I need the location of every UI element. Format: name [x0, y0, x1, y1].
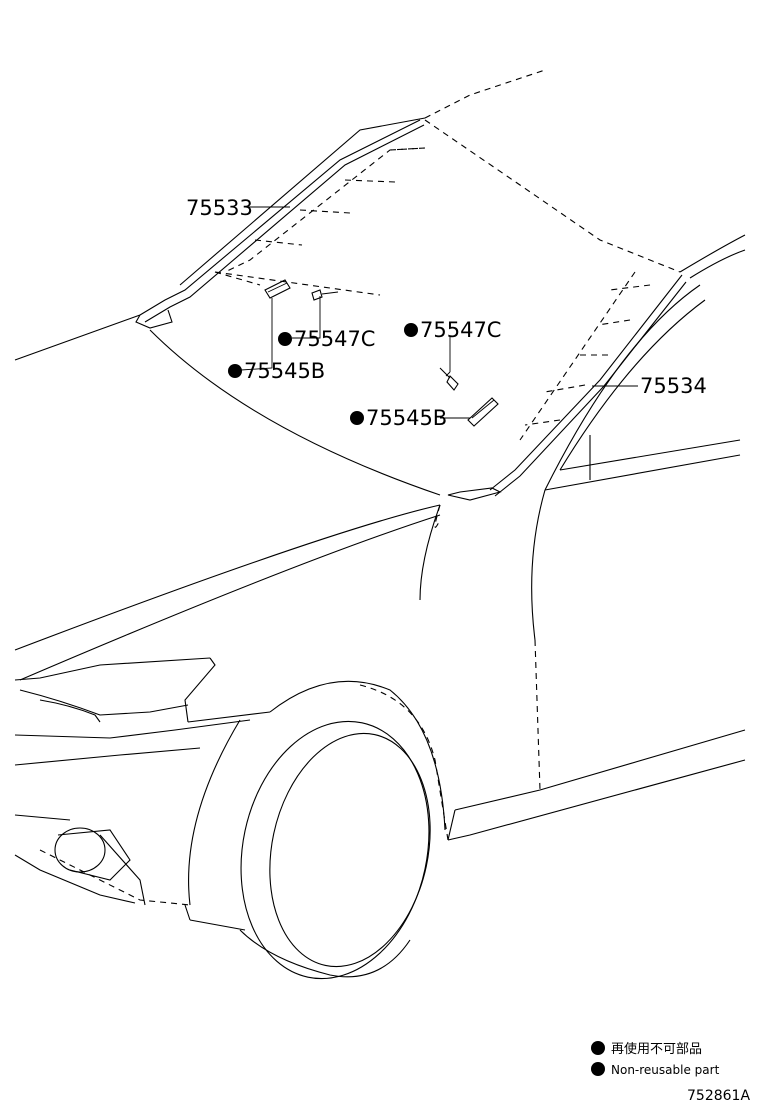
legend-marker-en: [591, 1062, 605, 1076]
label-75534[interactable]: 75534: [640, 374, 707, 398]
non-reusable-marker: [228, 364, 242, 378]
label-75547c-right[interactable]: 75547C: [420, 318, 501, 342]
leader-lines: [240, 206, 638, 419]
clip-75545b-right[interactable]: [467, 397, 499, 427]
hood-and-fender: [14, 504, 441, 906]
non-reusable-marker: [278, 332, 292, 346]
a-pillar-and-door: [447, 234, 746, 841]
label-75545b-left[interactable]: 75545B: [244, 359, 325, 383]
part-labels: 75533 75547C 75545B 75547C 75545B 75534: [186, 196, 707, 430]
front-wheel: [184, 680, 449, 980]
label-75547c-left[interactable]: 75547C: [294, 327, 375, 351]
windshield-outline: [149, 119, 681, 496]
legend-text-en: Non-reusable part: [611, 1063, 720, 1077]
moulding-75533[interactable]: [135, 119, 425, 329]
label-75533[interactable]: 75533: [186, 196, 253, 220]
non-reusable-marker: [404, 323, 418, 337]
non-reusable-marker: [350, 411, 364, 425]
legend-marker-jp: [591, 1041, 605, 1055]
roof-outline: [14, 69, 546, 361]
label-75545b-right[interactable]: 75545B: [366, 406, 447, 430]
figure-id: 752861A: [687, 1088, 750, 1104]
clip-75545b-left[interactable]: [264, 279, 291, 299]
legend: 再使用不可部品 Non-reusable part: [591, 1041, 720, 1077]
legend-text-jp: 再使用不可部品: [611, 1041, 702, 1057]
pin-75547c-left[interactable]: [311, 289, 339, 301]
pin-75547c-right[interactable]: [439, 367, 459, 391]
